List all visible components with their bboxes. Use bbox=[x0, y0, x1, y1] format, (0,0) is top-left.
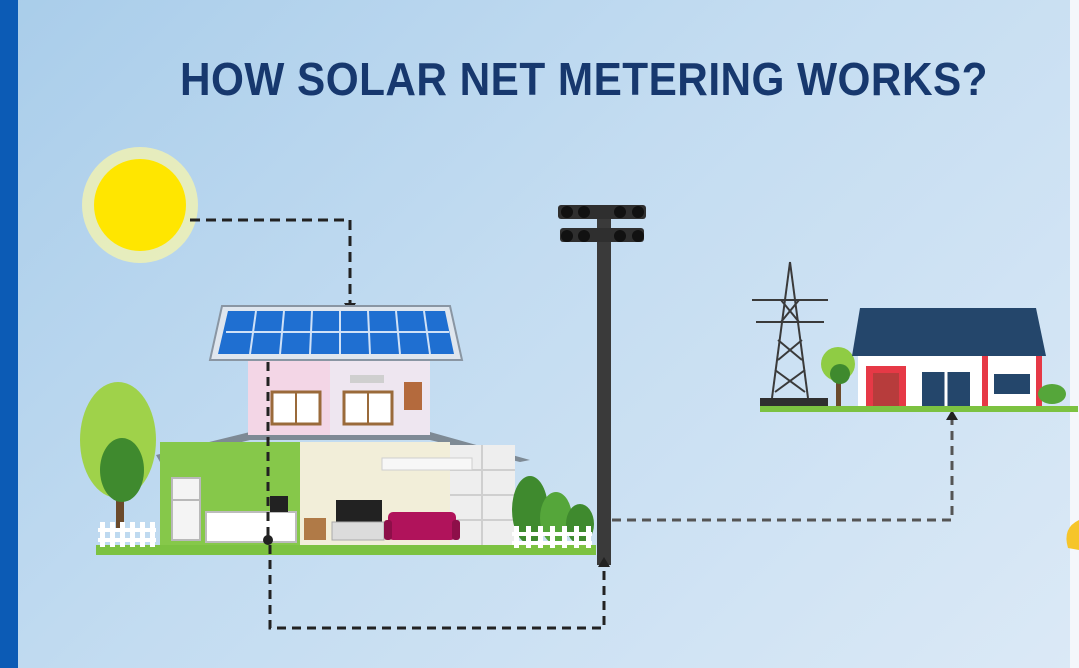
meter-box bbox=[270, 496, 288, 512]
neighbor-house-icon bbox=[852, 308, 1066, 406]
sun-icon bbox=[82, 147, 198, 263]
fence bbox=[512, 526, 592, 548]
window bbox=[270, 390, 322, 426]
tree-icon bbox=[80, 382, 156, 530]
sofa bbox=[384, 512, 460, 540]
page-title: HOW SOLAR NET METERING WORKS? bbox=[180, 53, 988, 105]
tv bbox=[336, 500, 382, 522]
kitchen-counter bbox=[205, 511, 297, 543]
ground-strip bbox=[96, 545, 596, 555]
tree-icon bbox=[821, 347, 855, 406]
grid-line bbox=[612, 418, 954, 522]
connection-node bbox=[263, 535, 273, 545]
utility-pole-icon bbox=[558, 205, 646, 565]
right-edge bbox=[1070, 0, 1079, 668]
sunlight-path bbox=[190, 218, 352, 305]
window bbox=[342, 390, 394, 426]
house-icon bbox=[156, 305, 530, 545]
arrow-head bbox=[598, 557, 610, 567]
ground-strip bbox=[760, 406, 1078, 412]
fence bbox=[98, 522, 156, 547]
solar-panel-icon bbox=[208, 305, 464, 361]
arrow-head bbox=[946, 410, 958, 420]
fridge bbox=[171, 477, 201, 541]
accent-bar bbox=[0, 0, 18, 668]
partial-shape bbox=[1066, 520, 1079, 550]
transmission-tower-icon bbox=[752, 261, 828, 399]
